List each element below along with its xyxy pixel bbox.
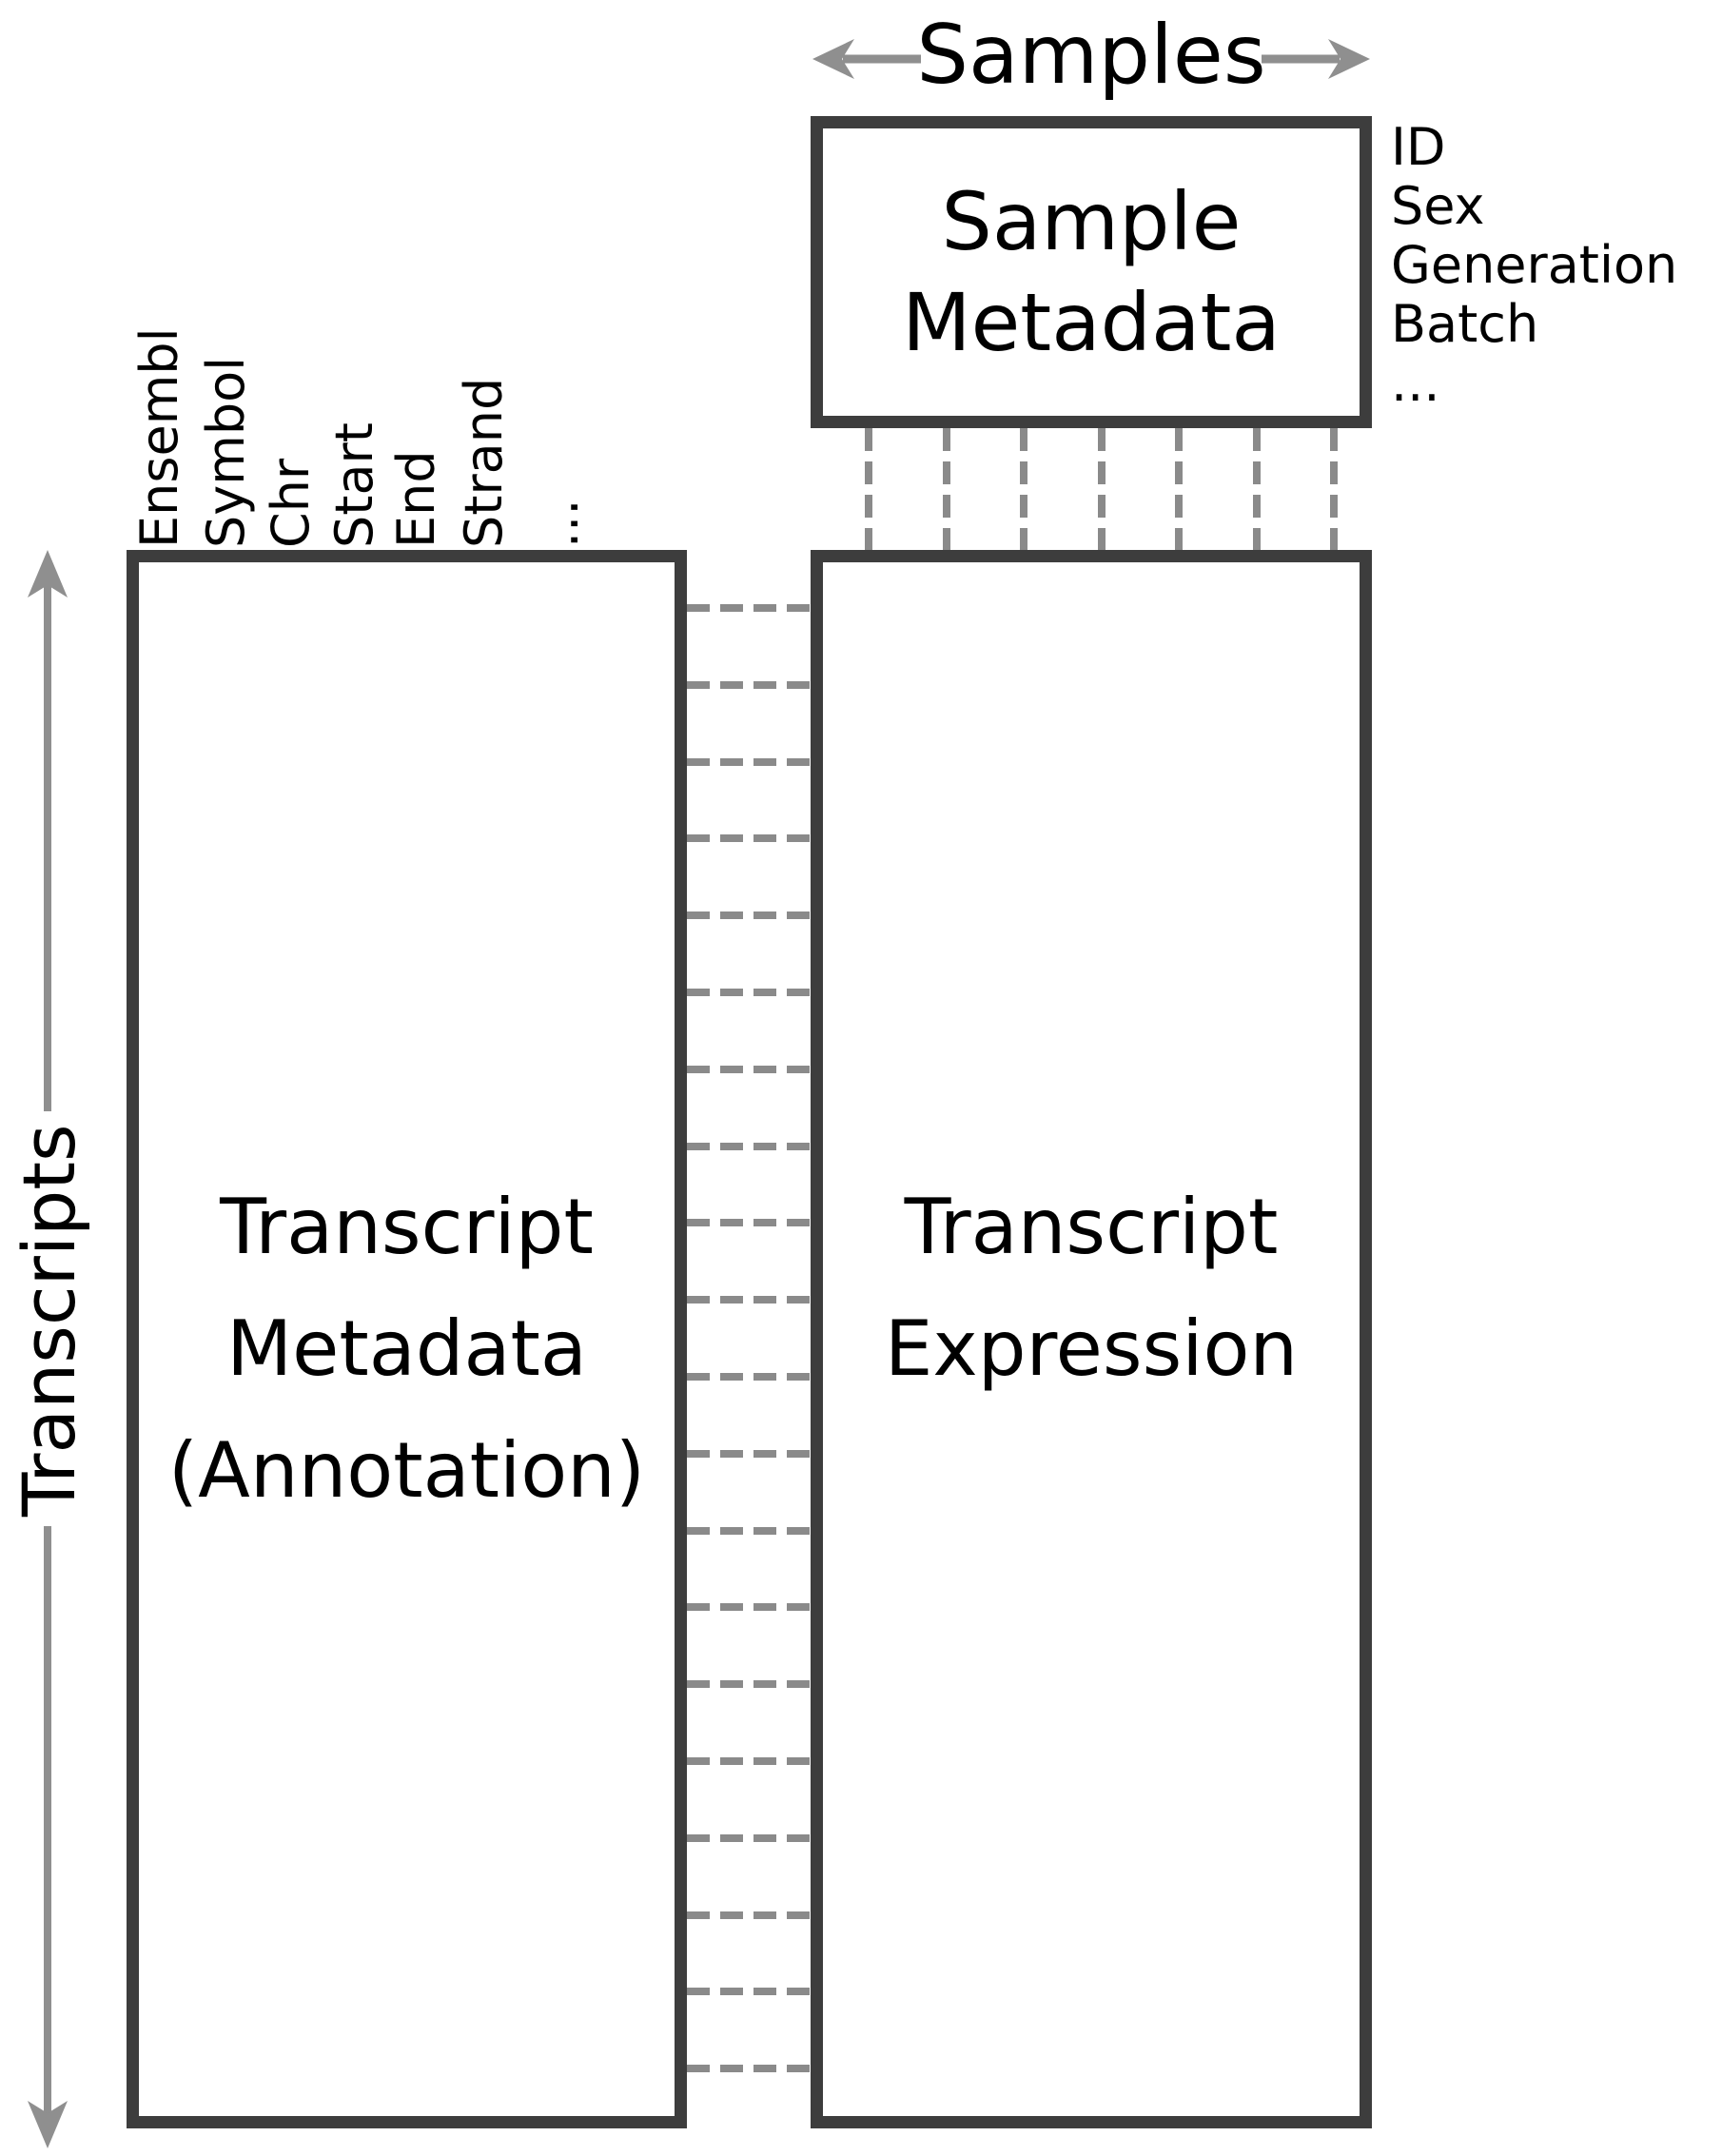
transcript-expression-line1: Transcript — [904, 1183, 1279, 1271]
row-link — [687, 1065, 811, 1073]
transcript-metadata-line1: Transcript — [220, 1183, 594, 1271]
transcript-metadata-line2: Metadata — [226, 1304, 587, 1393]
row-link — [687, 1373, 811, 1381]
row-link — [687, 989, 811, 996]
row-link — [687, 2065, 811, 2073]
sample-metadata-box: Sample Metadata — [811, 116, 1372, 428]
row-link — [687, 604, 811, 612]
row-link — [687, 1988, 811, 1996]
transcript-metadata-box: Transcript Metadata (Annotation) — [127, 550, 687, 2128]
row-link — [687, 911, 811, 920]
row-link — [687, 680, 811, 689]
row-link — [687, 834, 811, 843]
row-link — [687, 1449, 811, 1458]
row-link — [687, 757, 811, 766]
sample-field-ellipsis: ... — [1391, 353, 1440, 413]
column-link — [1020, 428, 1027, 550]
transcript-field-end: End — [386, 450, 446, 548]
transcript-field-start: Start — [324, 422, 384, 548]
column-link — [1330, 428, 1338, 550]
row-link — [687, 1219, 811, 1227]
transcript-metadata-line3: (Annotation) — [167, 1426, 646, 1515]
samples-axis-title: Samples — [916, 8, 1266, 103]
row-link — [687, 1142, 811, 1150]
transcript-expression-label: Transcript Expression — [823, 1166, 1360, 1410]
row-link — [687, 1757, 811, 1765]
row-link — [687, 1680, 811, 1689]
samples-arrow-right-icon — [1262, 39, 1370, 79]
transcript-field-symbol: Symbol — [196, 356, 256, 548]
row-link — [687, 1833, 811, 1842]
transcript-field-ellipsis: ... — [530, 499, 590, 549]
sample-field-id: ID — [1391, 117, 1446, 177]
transcript-field-ensembl: Ensembl — [129, 327, 189, 548]
transcripts-axis-title: Transcripts — [7, 1124, 91, 1517]
transcript-expression-line2: Expression — [884, 1304, 1299, 1393]
column-link — [1175, 428, 1183, 550]
sample-field-generation: Generation — [1391, 235, 1678, 295]
sample-field-sex: Sex — [1391, 176, 1485, 236]
sample-fields-list: ID Sex Generation Batch ... — [1391, 118, 1677, 413]
column-link — [1252, 428, 1261, 550]
sample-field-batch: Batch — [1391, 294, 1539, 354]
transcript-metadata-label: Transcript Metadata (Annotation) — [139, 1166, 675, 1532]
row-link — [687, 1603, 811, 1612]
transcript-field-strand: Strand — [454, 377, 514, 548]
samples-arrow-left-icon — [812, 39, 921, 79]
row-link — [687, 1526, 811, 1535]
sample-metadata-title-line1: Sample — [941, 175, 1242, 268]
row-link — [687, 1911, 811, 1919]
row-link — [687, 1296, 811, 1304]
column-link — [1097, 428, 1106, 550]
transcript-expression-box: Transcript Expression — [811, 550, 1372, 2128]
transcripts-double-arrow-icon — [28, 550, 68, 2148]
transcript-field-chr: Chr — [261, 458, 321, 548]
sample-metadata-title-line2: Metadata — [902, 276, 1281, 369]
column-link — [865, 428, 872, 550]
column-link — [942, 428, 950, 550]
